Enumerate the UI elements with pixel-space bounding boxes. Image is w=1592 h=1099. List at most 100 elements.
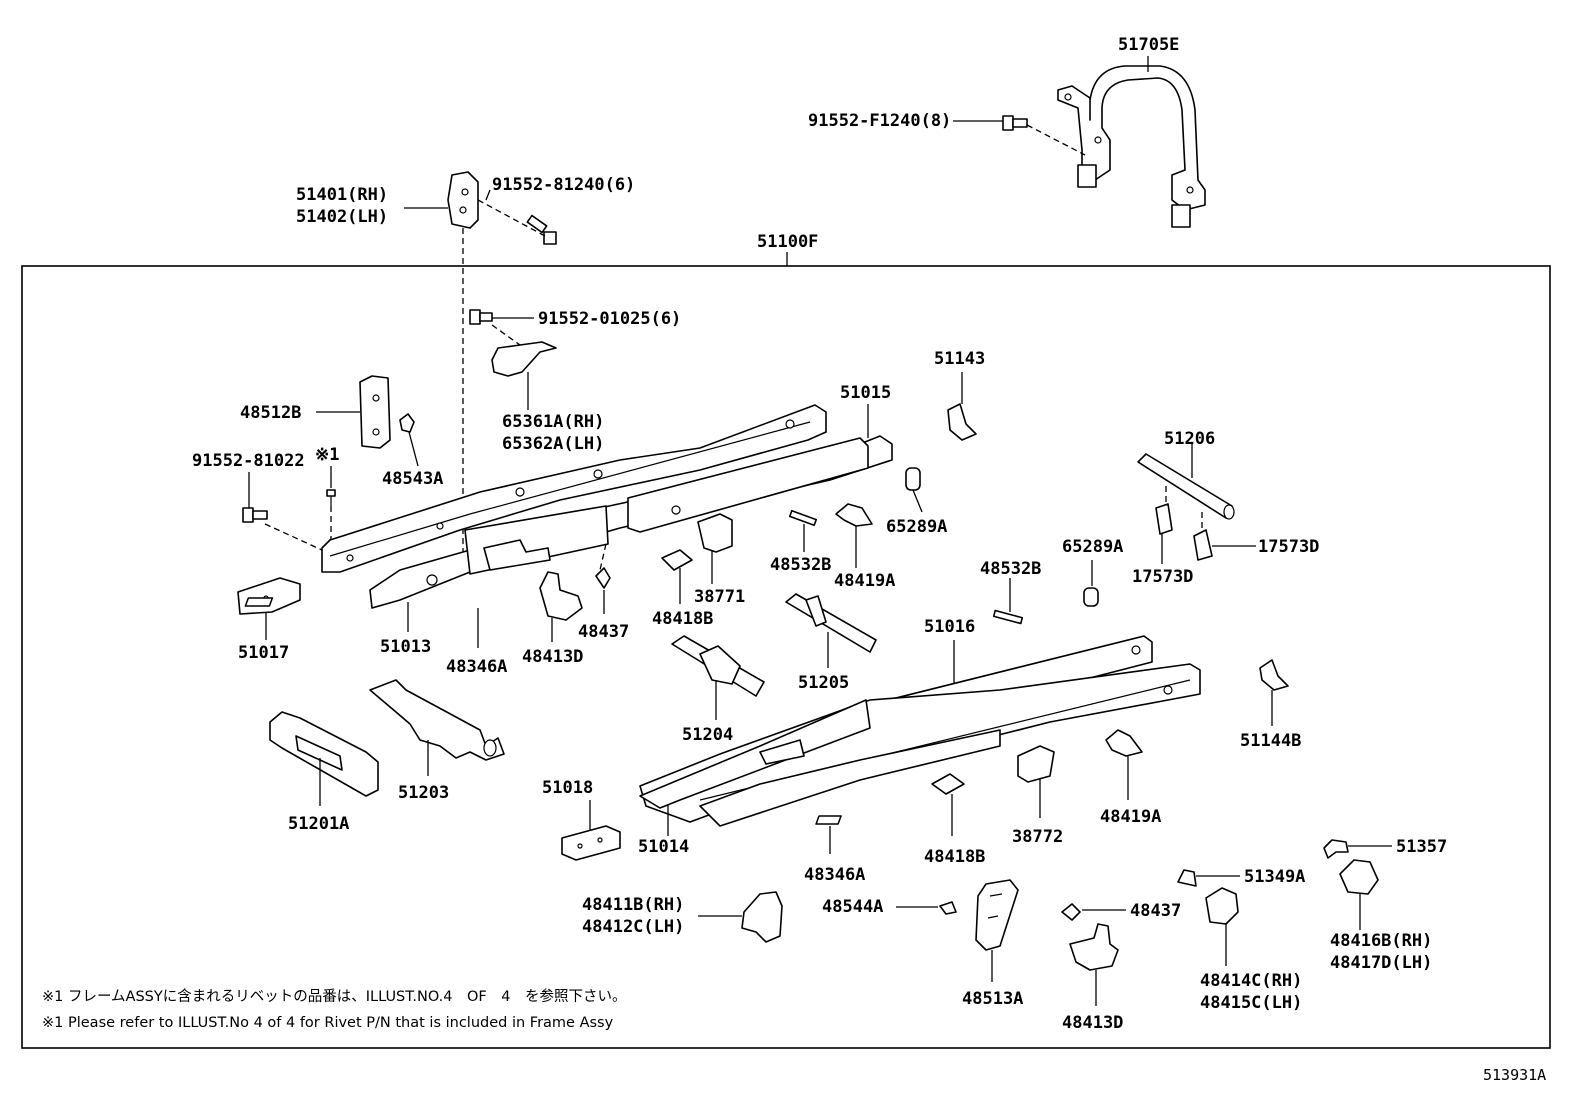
part-48532B-drawing-2 — [992, 609, 1024, 625]
label-65289A-2[interactable]: 65289A — [1062, 537, 1123, 557]
part-51206-drawing — [1137, 453, 1235, 520]
part-51014-drawing — [639, 699, 1001, 827]
label-51018[interactable]: 51018 — [542, 778, 593, 798]
label-48512B[interactable]: 48512B — [240, 403, 301, 423]
label-38771[interactable]: 38771 — [694, 587, 745, 607]
label-51705E[interactable]: 51705E — [1118, 35, 1179, 55]
label-51013[interactable]: 51013 — [380, 637, 431, 657]
label-38772[interactable]: 38772 — [1012, 827, 1063, 847]
part-51349A-drawing — [1177, 869, 1197, 887]
label-48437-2[interactable]: 48437 — [1130, 901, 1181, 921]
label-91552-81022[interactable]: 91552-81022 — [192, 451, 305, 471]
part-51705E-drawing — [1057, 65, 1206, 228]
part-17573D-drawing-a — [1155, 503, 1173, 535]
label-51016[interactable]: 51016 — [924, 617, 975, 637]
part-48419A-drawing — [835, 503, 873, 527]
part-38772-drawing — [1017, 745, 1055, 783]
part-51204-drawing — [671, 635, 765, 697]
label-48346A-2[interactable]: 48346A — [804, 865, 865, 885]
part-48418B-drawing — [661, 549, 693, 571]
label-48513A[interactable]: 48513A — [962, 989, 1023, 1009]
part-51357-drawing — [1323, 839, 1349, 859]
label-48414C[interactable]: 48414C(RH) — [1200, 971, 1302, 991]
part-48418B-drawing-2 — [931, 773, 965, 795]
part-51017-drawing — [237, 577, 301, 615]
bolt-91552-81240 — [526, 214, 557, 245]
label-51205[interactable]: 51205 — [798, 673, 849, 693]
note-english: ※1 Please refer to ILLUST.No 4 of 4 for … — [42, 1015, 614, 1031]
label-91552-81240[interactable]: 91552-81240(6) — [492, 175, 635, 195]
label-51100F[interactable]: 51100F — [757, 232, 818, 252]
label-51144B[interactable]: 51144B — [1240, 731, 1301, 751]
part-65289A-drawing-2 — [1083, 587, 1099, 607]
part-48544A-drawing — [939, 901, 957, 915]
part-65289A-drawing — [905, 467, 921, 491]
label-51017[interactable]: 51017 — [238, 643, 289, 663]
bolt-91552-01025 — [469, 309, 493, 325]
part-48513A-drawing — [975, 879, 1019, 951]
label-48543A[interactable]: 48543A — [382, 469, 443, 489]
label-51204[interactable]: 51204 — [682, 725, 733, 745]
part-51018-drawing — [561, 825, 621, 861]
bolt-91552-F1240 — [1002, 115, 1028, 131]
label-17573D-1[interactable]: 17573D — [1132, 567, 1193, 587]
part-48543A-drawing — [399, 413, 415, 433]
label-48418B-2[interactable]: 48418B — [924, 847, 985, 867]
part-51013-drawing — [464, 505, 609, 575]
part-48413D-drawing — [539, 571, 583, 621]
part-65361A-drawing — [491, 341, 557, 377]
label-rivet-mark[interactable]: ※1 — [315, 445, 339, 465]
label-48346A-1[interactable]: 48346A — [446, 657, 507, 677]
illustration-id: 513931A — [1483, 1066, 1546, 1084]
part-51144B-drawing — [1259, 659, 1289, 691]
label-48532B-1[interactable]: 48532B — [770, 555, 831, 575]
label-48418B-1[interactable]: 48418B — [652, 609, 713, 629]
label-51349A[interactable]: 51349A — [1244, 867, 1305, 887]
label-51015[interactable]: 51015 — [840, 383, 891, 403]
label-65362A[interactable]: 65362A(LH) — [502, 434, 604, 454]
label-51143[interactable]: 51143 — [934, 349, 985, 369]
rivet — [326, 489, 336, 506]
label-17573D-2[interactable]: 17573D — [1258, 537, 1319, 557]
label-51357[interactable]: 51357 — [1396, 837, 1447, 857]
label-48416B[interactable]: 48416B(RH) — [1330, 931, 1432, 951]
label-48412C[interactable]: 48412C(LH) — [582, 917, 684, 937]
part-48419A-drawing-2 — [1105, 729, 1143, 757]
label-48413D-2[interactable]: 48413D — [1062, 1013, 1123, 1033]
part-48411B-drawing — [741, 891, 783, 943]
label-48413D-1[interactable]: 48413D — [522, 647, 583, 667]
part-51016-drawing — [627, 437, 869, 533]
frame-assy-box — [21, 265, 1551, 1049]
part-51401-drawing — [447, 171, 479, 229]
label-51014[interactable]: 51014 — [638, 837, 689, 857]
label-48417D[interactable]: 48417D(LH) — [1330, 953, 1432, 973]
label-48411B[interactable]: 48411B(RH) — [582, 895, 684, 915]
label-51201A[interactable]: 51201A — [288, 814, 349, 834]
label-48419A-1[interactable]: 48419A — [834, 571, 895, 591]
part-51143-drawing — [947, 403, 977, 441]
part-51203-drawing — [369, 679, 505, 761]
label-48437-1[interactable]: 48437 — [578, 622, 629, 642]
label-51402[interactable]: 51402(LH) — [296, 207, 388, 227]
label-51206[interactable]: 51206 — [1164, 429, 1215, 449]
label-48419A-2[interactable]: 48419A — [1100, 807, 1161, 827]
part-48437-drawing-2 — [1061, 903, 1081, 921]
label-48544A[interactable]: 48544A — [822, 897, 883, 917]
part-48346A-drawing-2 — [815, 815, 842, 825]
label-51401[interactable]: 51401(RH) — [296, 185, 388, 205]
label-48415C[interactable]: 48415C(LH) — [1200, 993, 1302, 1013]
label-51203[interactable]: 51203 — [398, 783, 449, 803]
part-48512B-drawing — [359, 375, 391, 449]
label-65361A[interactable]: 65361A(RH) — [502, 412, 604, 432]
label-65289A-1[interactable]: 65289A — [886, 517, 947, 537]
note-japanese: ※1 フレームASSYに含まれるリベットの品番は、ILLUST.NO.4 OF … — [42, 988, 627, 1005]
part-38771-drawing — [697, 513, 733, 553]
part-48437-drawing — [595, 567, 611, 589]
label-91552-F1240[interactable]: 91552-F1240(8) — [808, 111, 951, 131]
part-51205-drawing — [785, 593, 877, 653]
bolt-91552-81022 — [242, 507, 268, 523]
part-48414C-drawing — [1205, 887, 1239, 925]
label-91552-01025[interactable]: 91552-01025(6) — [538, 309, 681, 329]
label-48532B-2[interactable]: 48532B — [980, 559, 1041, 579]
